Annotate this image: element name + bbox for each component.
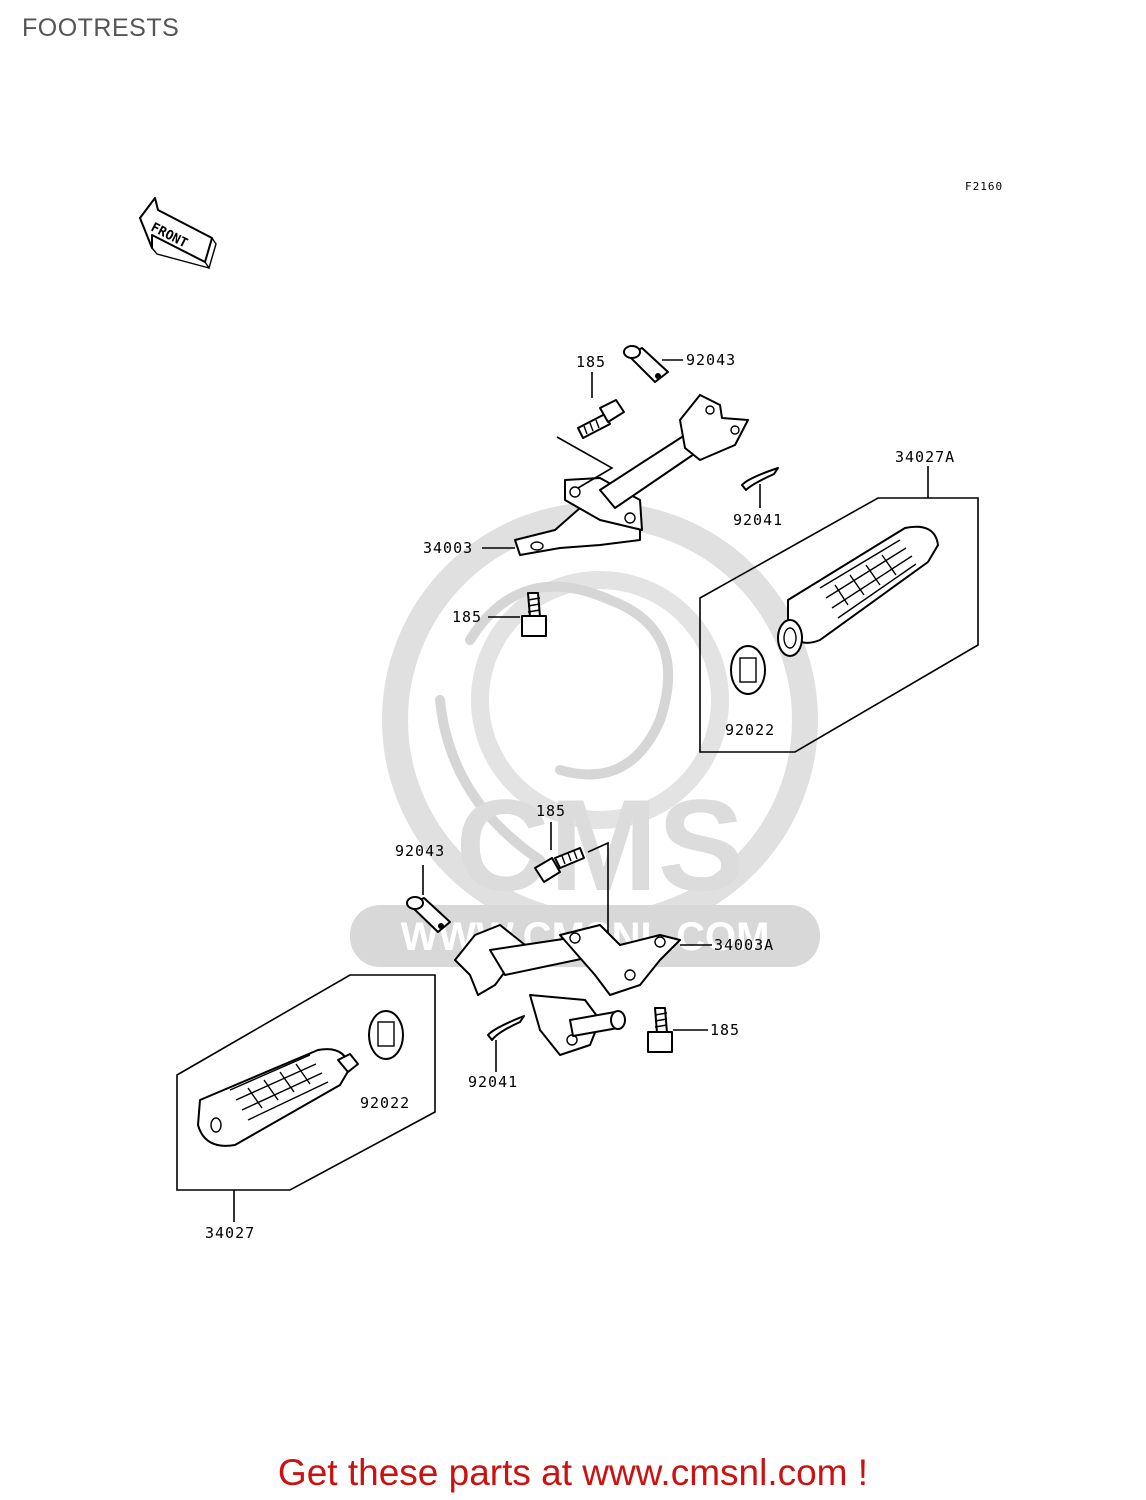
callout-92043-lower: 92043	[395, 842, 445, 860]
callout-92022-left: 92022	[360, 1094, 410, 1112]
figure-code: F2160	[965, 180, 1003, 193]
watermark-brand: CMS	[456, 772, 745, 918]
cotter-pin-92041-lower	[487, 1015, 525, 1041]
pin-92043-top	[623, 345, 669, 383]
pivot-shaft	[569, 1010, 626, 1037]
callout-185-mid: 185	[452, 608, 482, 626]
group-box-34027A	[699, 497, 979, 753]
callout-185-top: 185	[576, 353, 606, 371]
callout-34027A: 34027A	[895, 448, 955, 466]
washer-92022-right	[730, 645, 766, 695]
bolt-185-top	[577, 399, 625, 439]
bolt-185-mid	[521, 592, 547, 637]
callout-92043-top: 92043	[686, 351, 736, 369]
washer-92022-left	[368, 1010, 404, 1060]
callout-34003: 34003	[423, 539, 473, 557]
callout-92041-top: 92041	[733, 511, 783, 529]
pin-92043-lower	[406, 896, 451, 933]
callout-92022-right: 92022	[725, 721, 775, 739]
page-title: FOOTRESTS	[22, 14, 180, 42]
callout-92041-lower: 92041	[468, 1073, 518, 1091]
footpeg-left	[197, 1048, 359, 1147]
footpeg-right	[777, 525, 939, 657]
footer-link[interactable]: Get these parts at www.cmsnl.com !	[277, 1452, 869, 1493]
bolt-185-right	[647, 1007, 673, 1053]
bracket-34003	[514, 394, 749, 556]
callout-185-right: 185	[710, 1021, 740, 1039]
group-box-34027	[176, 974, 436, 1191]
callout-34003A: 34003A	[714, 936, 774, 954]
callout-34027: 34027	[205, 1224, 255, 1242]
callout-185-lower: 185	[536, 802, 566, 820]
cotter-pin-92041-top	[741, 467, 779, 491]
front-arrow-icon: FRONT	[139, 197, 217, 270]
bolt-185-lower	[534, 847, 585, 883]
bracket-34003A	[454, 924, 681, 1056]
